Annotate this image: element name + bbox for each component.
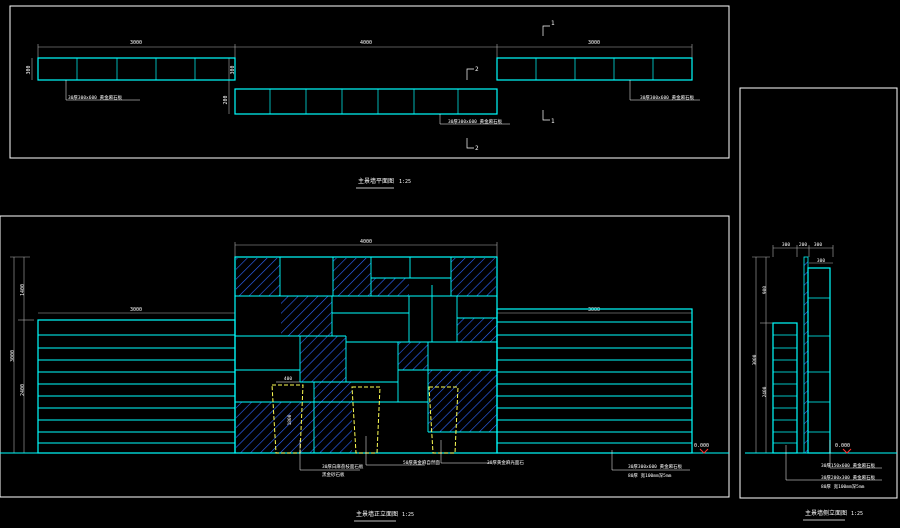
front-dim-left: 3000 [130,307,142,313]
plan-note-mid: 30厚300x600 黄金麻石板 [448,118,503,125]
side-scale: 1:25 [851,511,863,517]
front-note-4: 30厚黄金麻光面石 [487,459,524,466]
front-level: 0.000 [694,443,709,449]
side-note-2: 30厚200x300 黄金麻石板 [821,474,876,481]
section-mark-1-top: 1 [551,20,555,27]
front-elevation: 4000 3000 3000 1400 3000 2400 [0,239,729,479]
side-dim-vert-2: 3000 [752,354,758,365]
plan-title: 主景墙平面图 [358,177,394,185]
front-dim-top: 4000 [360,239,372,245]
side-note-3: 80厚 宽100mm深5mm [821,483,865,490]
side-dim-top-2: 200 [799,242,807,248]
section-mark-2-bottom: 2 [475,145,479,152]
plan-scale: 1:25 [399,179,411,185]
plan-dim-middle: 4000 [360,40,372,46]
plan-frame [9,5,730,159]
side-dim-vert-1: 900 [762,286,768,294]
side-elevation: 300 200 300 300 900 3000 2400 [745,242,897,490]
plan-note-right: 30厚300x600 黄金麻石板 [640,94,695,101]
front-note-1: 30厚白麻荔枝面石板 [322,463,364,470]
plan-dim-left: 3000 [130,40,142,46]
plan-dim-mid-height-a: 200 [223,95,229,104]
front-elevation-frame [0,215,730,498]
side-elevation-frame [739,87,898,499]
front-note-6: 80厚 宽100mm深5mm [628,472,672,479]
side-dim-vert-3: 2400 [762,386,768,397]
plan-dim-right: 3000 [588,40,600,46]
front-opening-height: 1800 [287,414,293,425]
section-mark-2-top: 2 [475,66,479,73]
front-scale: 1:25 [402,512,414,518]
plan-note-left: 30厚300x600 黄金麻石板 [68,94,123,101]
side-dim-top-3: 300 [814,242,822,248]
front-note-3: 50厚黄金麻自然面 [403,459,440,466]
front-dim-vert-2: 3000 [10,350,16,362]
side-level: 0.000 [835,443,850,449]
plan-dim-left-height: 300 [26,65,32,74]
front-note-5: 30厚300x600 黄金麻石板 [628,463,683,470]
side-dim-top-1: 300 [782,242,790,248]
plan-dim-mid-height-b: 300 [230,65,236,74]
side-title: 主景墙侧立面图 [805,509,847,517]
side-note-1: 30厚150x600 黄金麻石板 [821,462,876,469]
front-title: 主景墙正立面图 [356,510,398,518]
front-opening-width: 400 [284,376,292,382]
front-note-2: 黑金砂石板 [322,471,345,478]
front-dim-vert-1: 1400 [20,284,26,296]
side-dim-sub: 300 [817,258,825,264]
plan-view: 3000 4000 3000 300 200 300 30厚300x600 黄金… [26,20,700,152]
front-dim-vert-3: 2400 [20,384,26,396]
section-mark-1-bottom: 1 [551,118,555,125]
front-dim-right: 3000 [588,307,600,313]
